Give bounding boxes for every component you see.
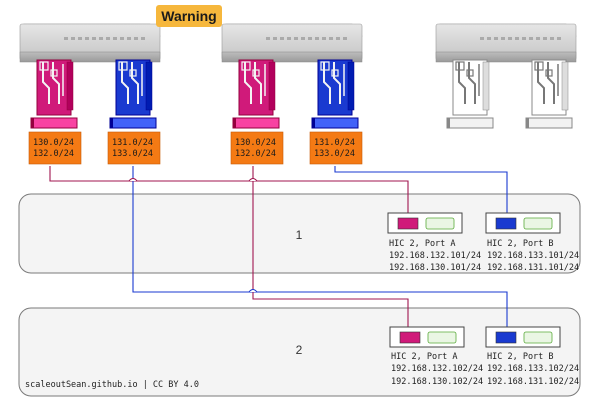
subnet-label: 133.0/24 [314, 149, 355, 159]
subnet-label: 131.0/24 [314, 138, 355, 148]
host-1-port-a-name: HIC 2, Port A [389, 239, 456, 249]
credit-text: scaleoutSean.github.io | CC BY 4.0 [25, 380, 199, 390]
host-1-port-b: HIC 2, Port B 192.168.133.101/24 192.168… [485, 212, 579, 273]
subnet-label: 133.0/24 [112, 149, 153, 159]
cables [49, 166, 508, 332]
host-2-port-b: HIC 2, Port B 192.168.133.102/24 192.168… [485, 326, 579, 387]
host-1-port-a-ip1: 192.168.132.101/24 [389, 251, 481, 261]
cable-sw2-b-host1 [334, 166, 508, 218]
host-1-port-b-ip1: 192.168.133.101/24 [487, 251, 579, 261]
subnet-label: 130.0/24 [235, 138, 276, 148]
subnet-label: 130.0/24 [33, 138, 74, 148]
cable-sw2-a-host2 [252, 166, 409, 332]
host-2-port-a-name: HIC 2, Port A [391, 352, 458, 362]
host-2-port-b-ip1: 192.168.133.102/24 [487, 364, 579, 374]
subnet-label: 131.0/24 [112, 138, 153, 148]
host-2-port-b-ip2: 192.168.131.102/24 [487, 377, 579, 387]
host-1-port-a: HIC 2, Port A 192.168.132.101/24 192.168… [387, 212, 481, 273]
cable-sw1-a-host1 [49, 166, 409, 218]
host-2-port-b-name: HIC 2, Port B [487, 352, 554, 362]
subnet-label: 132.0/24 [33, 149, 74, 159]
host-2-label: 2 [296, 343, 303, 357]
host-2-port-a-ip1: 192.168.132.102/24 [391, 364, 483, 374]
host-2-port-a: HIC 2, Port A 192.168.132.102/24 192.168… [389, 326, 483, 387]
host-2-port-a-ip2: 192.168.130.102/24 [391, 377, 483, 387]
switch-3 [435, 23, 577, 129]
host-1-label: 1 [296, 228, 303, 242]
switch-3-card-2 [525, 59, 573, 129]
switch-3-card-1 [446, 59, 494, 129]
warning-badge: Warning [156, 5, 222, 27]
subnet-label: 132.0/24 [235, 149, 276, 159]
cable-sw1-b-host2 [132, 166, 508, 332]
host-1-port-a-ip2: 192.168.130.101/24 [389, 263, 481, 273]
warning-label: Warning [161, 8, 216, 24]
host-1-port-b-ip2: 192.168.131.101/24 [487, 263, 579, 273]
host-1-port-b-name: HIC 2, Port B [487, 239, 554, 249]
